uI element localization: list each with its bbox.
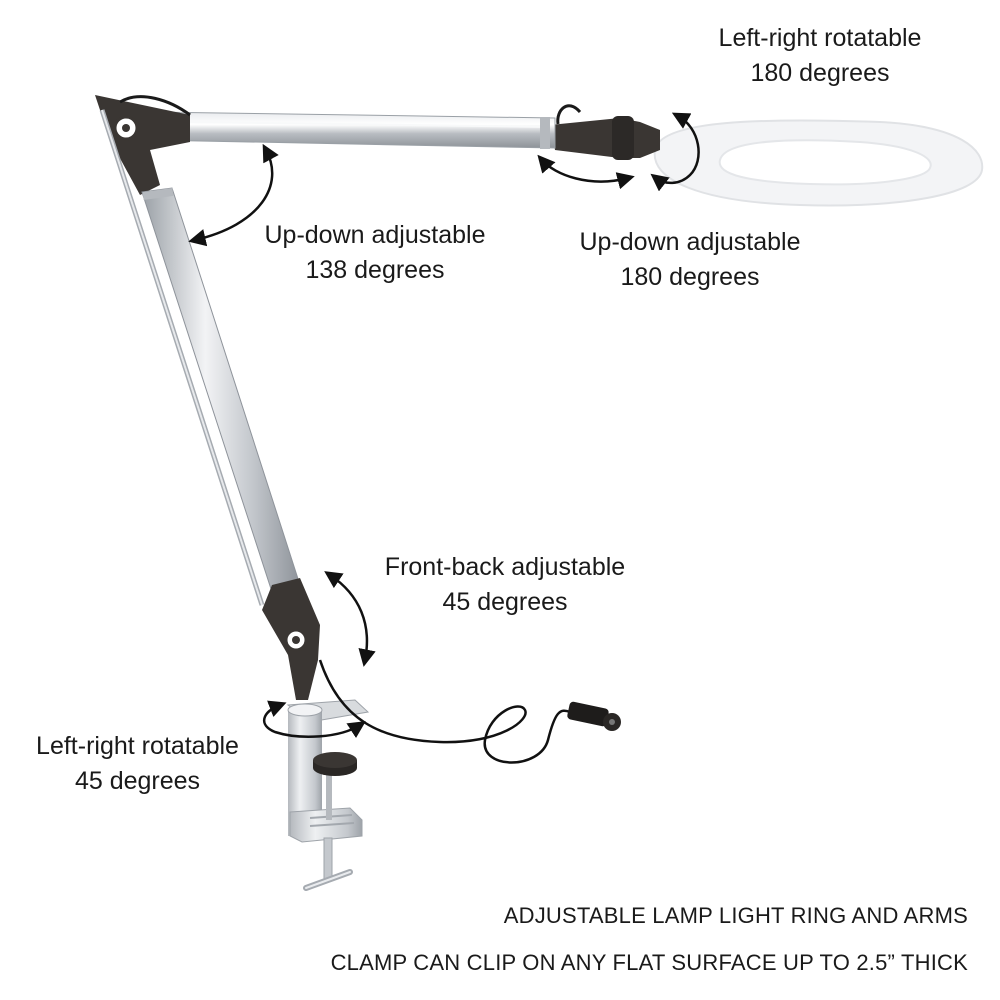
label-head-updown: Up-down adjustable 180 degrees bbox=[540, 225, 840, 295]
label-base-rotate-line2: 45 degrees bbox=[74, 767, 201, 795]
caption-line1: ADJUSTABLE LAMP LIGHT RING AND ARMS bbox=[503, 903, 968, 928]
arrow-base-rotate bbox=[263, 700, 366, 739]
label-arm-updown: Up-down adjustable 138 degrees bbox=[225, 218, 525, 288]
label-head-updown-line1: Up-down adjustable bbox=[579, 228, 801, 256]
label-base-rotate-line1: Left-right rotatable bbox=[36, 732, 239, 760]
label-base-frontback-line1: Front-back adjustable bbox=[384, 553, 626, 581]
label-arm-updown-line1: Up-down adjustable bbox=[264, 221, 486, 249]
label-arm-updown-line2: 138 degrees bbox=[305, 256, 445, 284]
lower-arm bbox=[99, 109, 301, 606]
base-joint bbox=[262, 578, 320, 700]
arrow-head-updown bbox=[537, 154, 635, 190]
elbow-joint bbox=[95, 95, 191, 195]
label-base-frontback-line2: 45 degrees bbox=[442, 588, 568, 616]
head-joint bbox=[550, 104, 660, 160]
arrow-arm-updown bbox=[188, 143, 279, 247]
caption-line2: CLAMP CAN CLIP ON ANY FLAT SURFACE UP TO… bbox=[330, 950, 968, 975]
power-cord bbox=[318, 659, 621, 764]
label-head-rotate: Left-right rotatable 180 degrees bbox=[650, 21, 990, 91]
arrow-base-frontback bbox=[324, 571, 376, 667]
light-ring bbox=[653, 119, 984, 207]
arrow-head-rotate bbox=[650, 112, 700, 192]
label-head-rotate-line2: 180 degrees bbox=[750, 59, 890, 87]
label-base-frontback: Front-back adjustable 45 degrees bbox=[350, 550, 660, 620]
label-head-rotate-line1: Left-right rotatable bbox=[718, 24, 922, 52]
label-head-updown-line2: 180 degrees bbox=[620, 263, 760, 291]
upper-arm bbox=[149, 111, 556, 149]
label-base-rotate: Left-right rotatable 45 degrees bbox=[5, 729, 270, 799]
